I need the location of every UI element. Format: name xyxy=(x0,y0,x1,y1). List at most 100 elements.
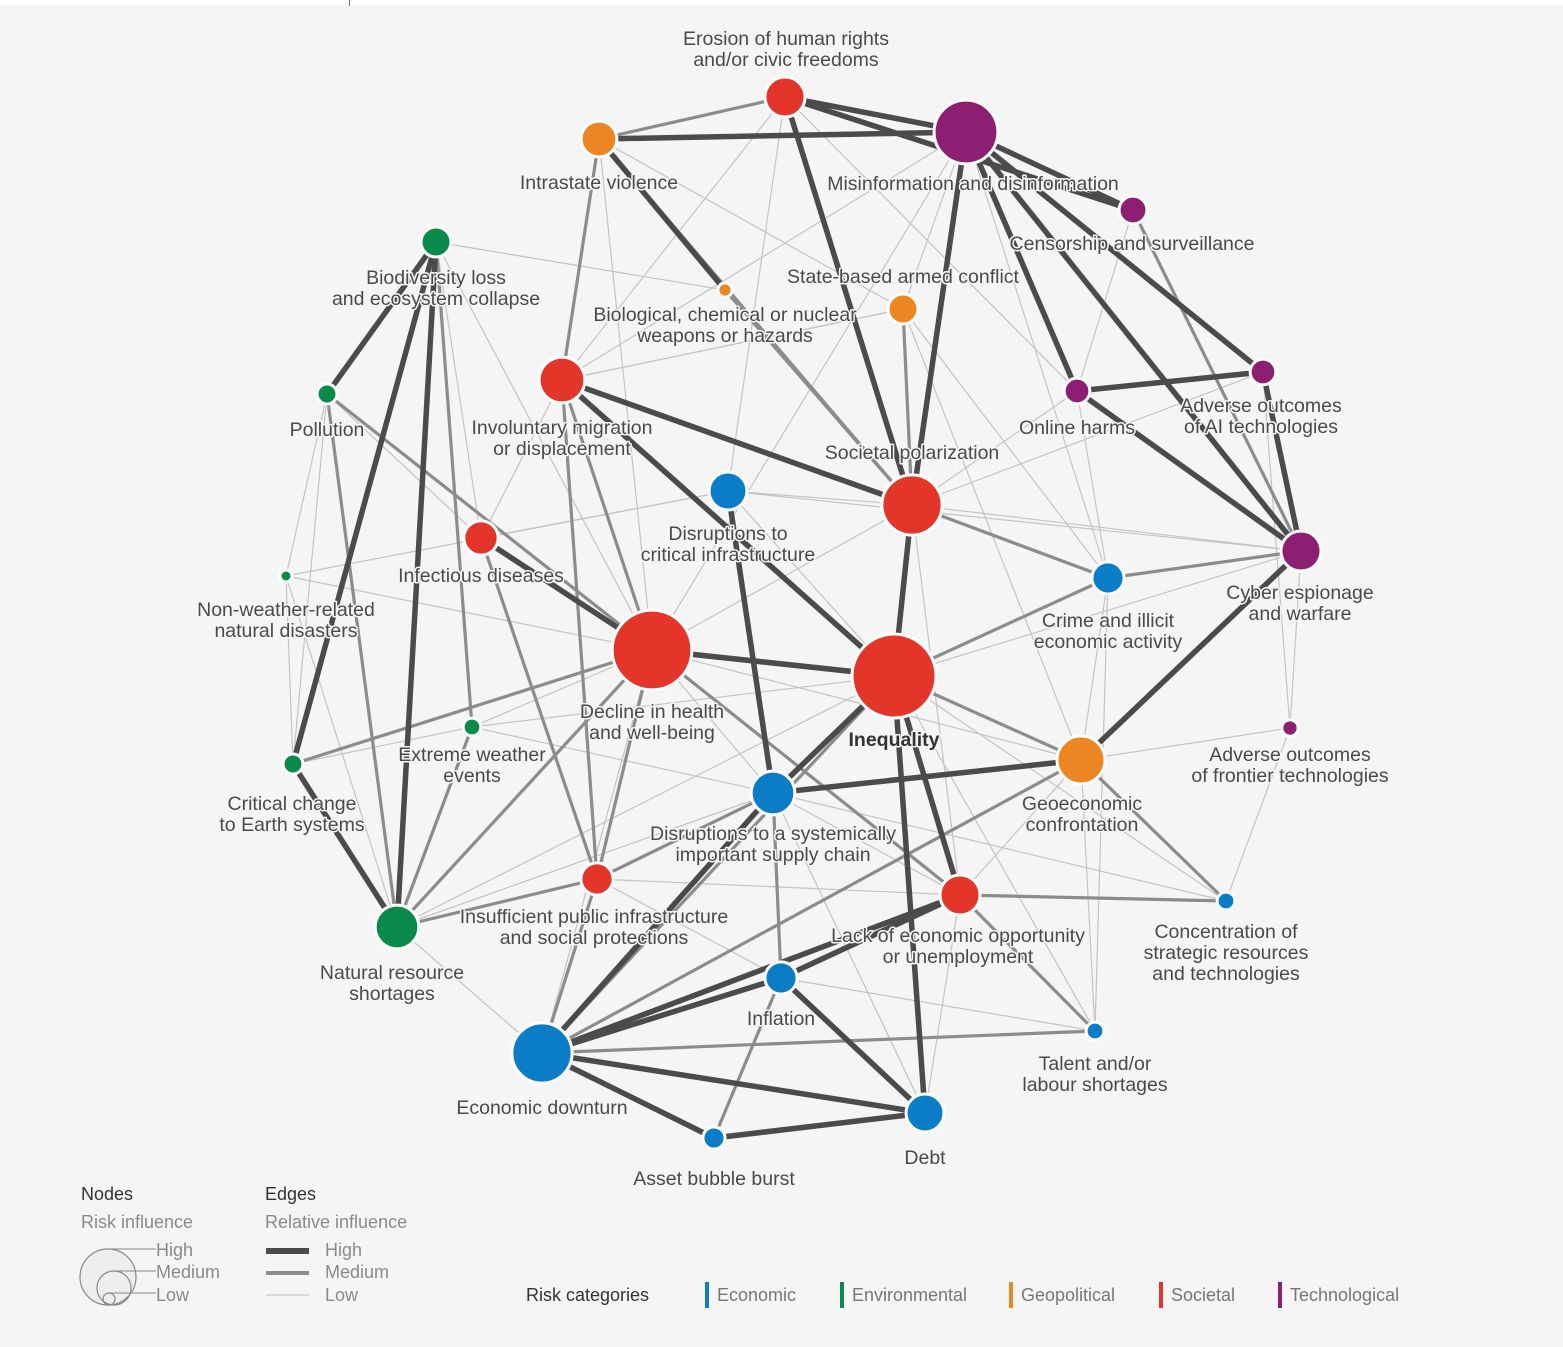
edge-naturalresource-inequality xyxy=(396,675,895,928)
edge-nonweather-naturalresource xyxy=(285,575,398,928)
label-line: Biological, chemical or nuclear xyxy=(593,304,857,326)
edge-erosion-intrastate xyxy=(598,95,786,141)
label-line: Inflation xyxy=(747,1008,815,1030)
label-line: weapons or hazards xyxy=(636,325,813,347)
edge-crime-talent xyxy=(1094,577,1109,1032)
edge-erosion-onlineharms xyxy=(784,96,1078,392)
label-line: Disruptions to a systemically xyxy=(650,823,896,845)
node-adverseai xyxy=(1248,357,1278,387)
edge-crime-cyber xyxy=(1107,549,1302,580)
edge-cyber-polarization xyxy=(911,504,1302,552)
label-line: Censorship and surveillance xyxy=(1010,233,1255,255)
node-label-pollution: Pollution xyxy=(290,419,365,441)
label-line: shortages xyxy=(349,983,435,1005)
edge-frontier-geoeconomic xyxy=(1080,727,1291,761)
edge-supplychain-debt xyxy=(772,792,926,1114)
label-line: and warfare xyxy=(1249,603,1352,625)
label-line: Cyber espionage xyxy=(1226,582,1373,604)
node-biochem xyxy=(716,281,734,299)
node-pollution xyxy=(315,382,339,406)
edge-lackopp-talent xyxy=(958,893,1097,1033)
edge-misinfo-involuntary xyxy=(561,131,967,381)
edge-involuntary-inequality xyxy=(560,377,896,679)
node-health xyxy=(610,608,694,692)
edge-nonweather-health xyxy=(285,575,653,651)
label-line: Natural resource xyxy=(320,962,464,984)
edge-geoeconomic-econdownturn xyxy=(541,758,1082,1055)
edge-biodiversity-infectious xyxy=(435,241,482,539)
label-line: Decline in health xyxy=(580,701,724,723)
label-line: labour shortages xyxy=(1022,1074,1168,1096)
edge-intrastate-involuntary xyxy=(560,138,601,381)
edge-insufficient-inflation xyxy=(596,878,782,979)
label-line: economic activity xyxy=(1034,631,1183,653)
node-biodiversity xyxy=(419,225,453,259)
node-label-censorship: Censorship and surveillance xyxy=(1010,233,1255,255)
node-label-assetbubble: Asset bubble burst xyxy=(633,1168,795,1190)
edge-intrastate-health xyxy=(598,138,653,651)
node-concentration xyxy=(1215,890,1237,912)
edge-crime-polarization xyxy=(911,503,1109,580)
label-line: Biodiversity loss xyxy=(366,267,506,289)
legend-node-high: High xyxy=(156,1240,194,1260)
label-line: strategic resources xyxy=(1144,942,1309,964)
node-inflation xyxy=(763,960,799,996)
edge-pollution-naturalresource xyxy=(325,393,399,928)
label-line: Geoeconomic xyxy=(1022,793,1143,815)
node-label-polarization: Societal polarization xyxy=(825,442,1000,464)
label-line: Critical change xyxy=(228,793,357,815)
edge-criticalchange-health xyxy=(292,648,653,766)
label-line: and well-being xyxy=(589,722,715,744)
label-line: Non-weather-related xyxy=(197,599,375,621)
label-line: events xyxy=(443,765,501,787)
tick-mark xyxy=(349,0,350,6)
edge-biochem-polarization xyxy=(723,288,914,507)
societal-swatch xyxy=(1159,1282,1163,1308)
label-line: of frontier technologies xyxy=(1191,765,1389,787)
label-line: State-based armed conflict xyxy=(787,266,1020,288)
node-supplychain xyxy=(749,769,797,817)
edge-misinfo-health xyxy=(651,131,967,651)
node-label-econdownturn: Economic downturn xyxy=(456,1097,627,1119)
label-line: Disruptions to xyxy=(668,523,787,545)
label-line: Adverse outcomes xyxy=(1209,744,1371,766)
category-label: Technological xyxy=(1290,1284,1400,1305)
edge-biodiversity-pollution xyxy=(324,240,439,396)
edge-supplychain-geoeconomic xyxy=(772,757,1082,796)
label-line: confrontation xyxy=(1026,814,1139,836)
legend-edge-medium: Medium xyxy=(325,1262,390,1282)
edge-involuntary-infectious xyxy=(480,379,563,539)
label-line: Economic downturn xyxy=(456,1097,627,1119)
label-line: Crime and illicit xyxy=(1042,610,1175,632)
edge-adverseai-cyber xyxy=(1260,371,1304,552)
label-line: Pollution xyxy=(290,419,365,441)
edge-adverseai-polarization xyxy=(911,371,1264,506)
category-label: Environmental xyxy=(852,1284,968,1305)
geopolitical-swatch xyxy=(1009,1282,1013,1308)
node-insufficient xyxy=(579,861,615,897)
legend-category-economic: Economic xyxy=(705,1282,796,1308)
edge-geoeconomic-concentration xyxy=(1079,758,1228,903)
edge-econdownturn-debt xyxy=(541,1050,926,1116)
edge-erosion-involuntary xyxy=(561,96,786,381)
edge-censorship-cyber xyxy=(1131,209,1303,552)
edge-biodiversity-extremeweather xyxy=(434,241,474,728)
edge-health-econdownturn xyxy=(541,649,653,1054)
label-line: Concentration of xyxy=(1154,921,1298,943)
node-cyber xyxy=(1279,529,1323,573)
node-label-intrastate: Intrastate violence xyxy=(520,172,678,194)
edge-cyber-frontier xyxy=(1289,550,1302,729)
edge-involuntary-insufficient xyxy=(560,379,599,880)
top-strip xyxy=(0,0,1563,6)
label-line: Inequality xyxy=(848,729,939,751)
label-line: Adverse outcomes xyxy=(1180,395,1342,417)
label-line: of AI technologies xyxy=(1184,416,1338,438)
